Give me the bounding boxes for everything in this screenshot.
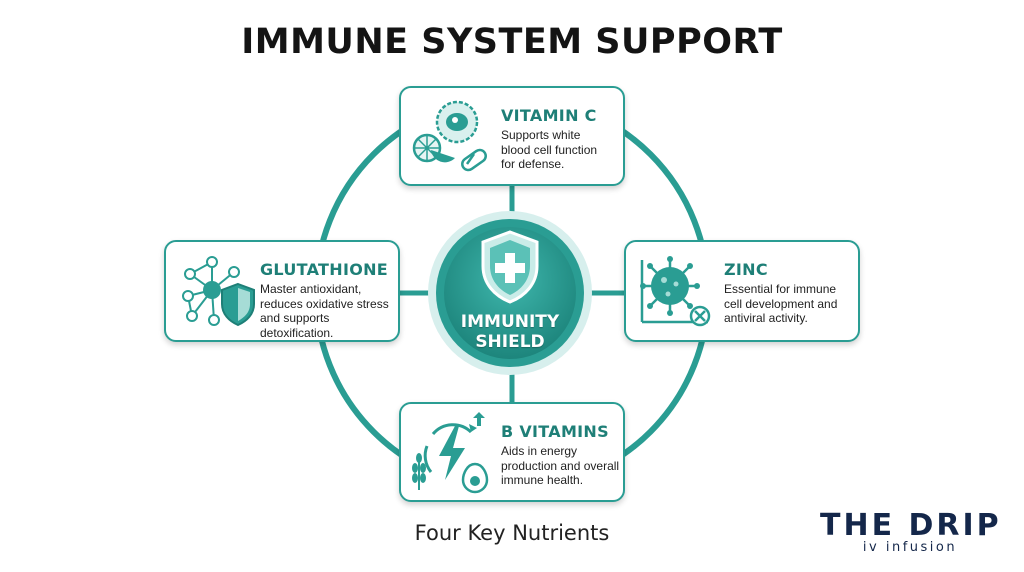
page-title: IMMUNE SYSTEM SUPPORT xyxy=(241,22,783,62)
immunity-shield-disc xyxy=(428,211,592,375)
card-title: ZINC xyxy=(724,260,768,279)
molecule-shield-icon xyxy=(182,256,255,327)
virus-icon xyxy=(640,256,711,327)
card-description: Supports white blood cell function for d… xyxy=(501,128,598,171)
card-title: B VITAMINS xyxy=(501,422,609,441)
card-title: GLUTATHIONE xyxy=(260,260,389,279)
card-vitamin-c: VITAMIN C Supports white blood cell func… xyxy=(399,86,625,186)
shield-cross-icon xyxy=(481,230,539,304)
card-description: Essential for immune cell development an… xyxy=(724,282,838,325)
card-b-vitamins: B VITAMINS Aids in energy production and… xyxy=(399,402,625,502)
card-zinc: ZINC Essential for immune cell developme… xyxy=(624,240,860,342)
brand-logo: THE DRIP iv infusion xyxy=(820,508,1010,556)
center-label: IMMUNITY SHIELD xyxy=(460,312,560,352)
card-description: Master antioxidant, reduces oxidative st… xyxy=(260,282,389,340)
card-glutathione: GLUTATHIONE Master antioxidant, reduces … xyxy=(164,240,400,342)
card-description: Aids in energy production and overall im… xyxy=(501,444,620,487)
brand-name: THE DRIP xyxy=(820,508,1002,543)
vitamin-c-icon xyxy=(412,100,487,172)
brand-tagline: iv infusion xyxy=(862,540,958,555)
card-title: VITAMIN C xyxy=(501,106,597,125)
footer-caption: Four Key Nutrients xyxy=(414,521,610,545)
energy-icon xyxy=(412,412,489,494)
